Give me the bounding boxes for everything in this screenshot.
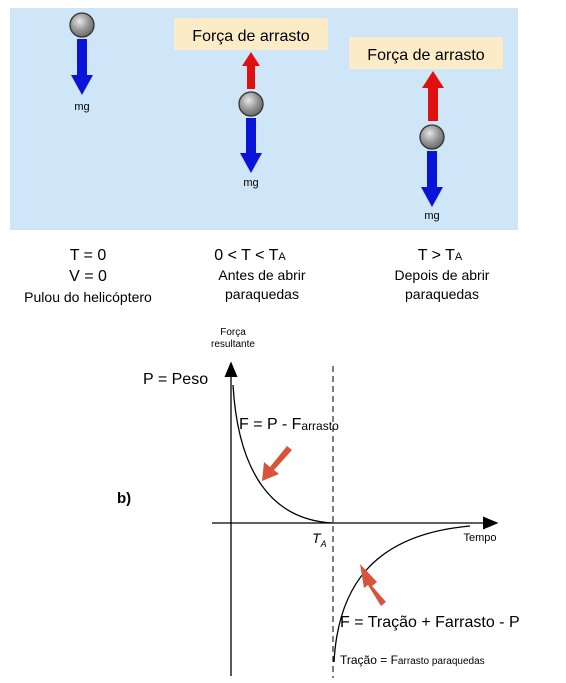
decay-curve [232,384,334,524]
svg-text:paraquedas: paraquedas [225,286,299,302]
weight-label: mg [74,101,89,113]
weight-label: mg [424,210,439,222]
drag-label: Força de arrasto [367,47,484,64]
weight-arrow-icon [421,151,443,207]
p-label: P = Peso [143,371,208,388]
hint-arrow-down-icon [262,446,292,481]
caption-stage-3: T > TA Depois de abrir paraquedas [395,247,490,302]
weight-label: mg [243,177,258,189]
f1-label: F = P - Farrasto [239,416,339,433]
ball-icon [238,91,264,117]
hint-arrow-up-icon [360,564,386,606]
drag-label-box [349,37,503,69]
drag-label-box [174,18,328,50]
ball-icon [69,12,95,38]
recovery-curve [333,525,471,663]
caption-stage-1: T = 0 V = 0 Pulou do helicóptero [24,247,152,305]
drag-label: Força de arrasto [192,28,309,45]
panel-a: mg Força de arrasto mg Força de arrasto [10,8,518,305]
stage-1: mg [69,12,95,113]
y-axis-label: Força [220,327,246,338]
ball-icon [419,124,445,150]
f3-label: Tração = Farrasto paraquedas [340,653,485,667]
svg-text:T > TA: T > TA [418,247,463,264]
weight-arrow-icon [240,118,262,173]
svg-text:0 < T < TA: 0 < T < TA [214,247,286,264]
svg-text:T = 0: T = 0 [70,247,107,264]
svg-text:V = 0: V = 0 [69,268,107,285]
x-axis-label: Tempo [463,532,496,544]
svg-text:paraquedas: paraquedas [405,286,479,302]
caption-stage-2: 0 < T < TA Antes de abrir paraquedas [214,247,306,302]
ta-label: TA [312,530,327,549]
weight-arrow-icon [71,39,93,95]
svg-text:Pulou do helicóptero: Pulou do helicóptero [24,289,152,305]
svg-text:Depois de abrir: Depois de abrir [395,267,490,283]
stage-2: Força de arrasto mg [174,18,328,189]
svg-text:Antes de abrir: Antes de abrir [218,267,305,283]
drag-arrow-icon [422,71,444,121]
f2-label: F = Tração + Farrasto - P [340,614,520,631]
y-axis-label: resultante [211,339,255,350]
stage-3: Força de arrasto mg [349,37,503,222]
drag-arrow-icon [242,52,260,89]
panel-b: Força resultante Tempo TA b) P = Peso F … [117,327,520,678]
panel-b-tag: b) [117,490,131,507]
